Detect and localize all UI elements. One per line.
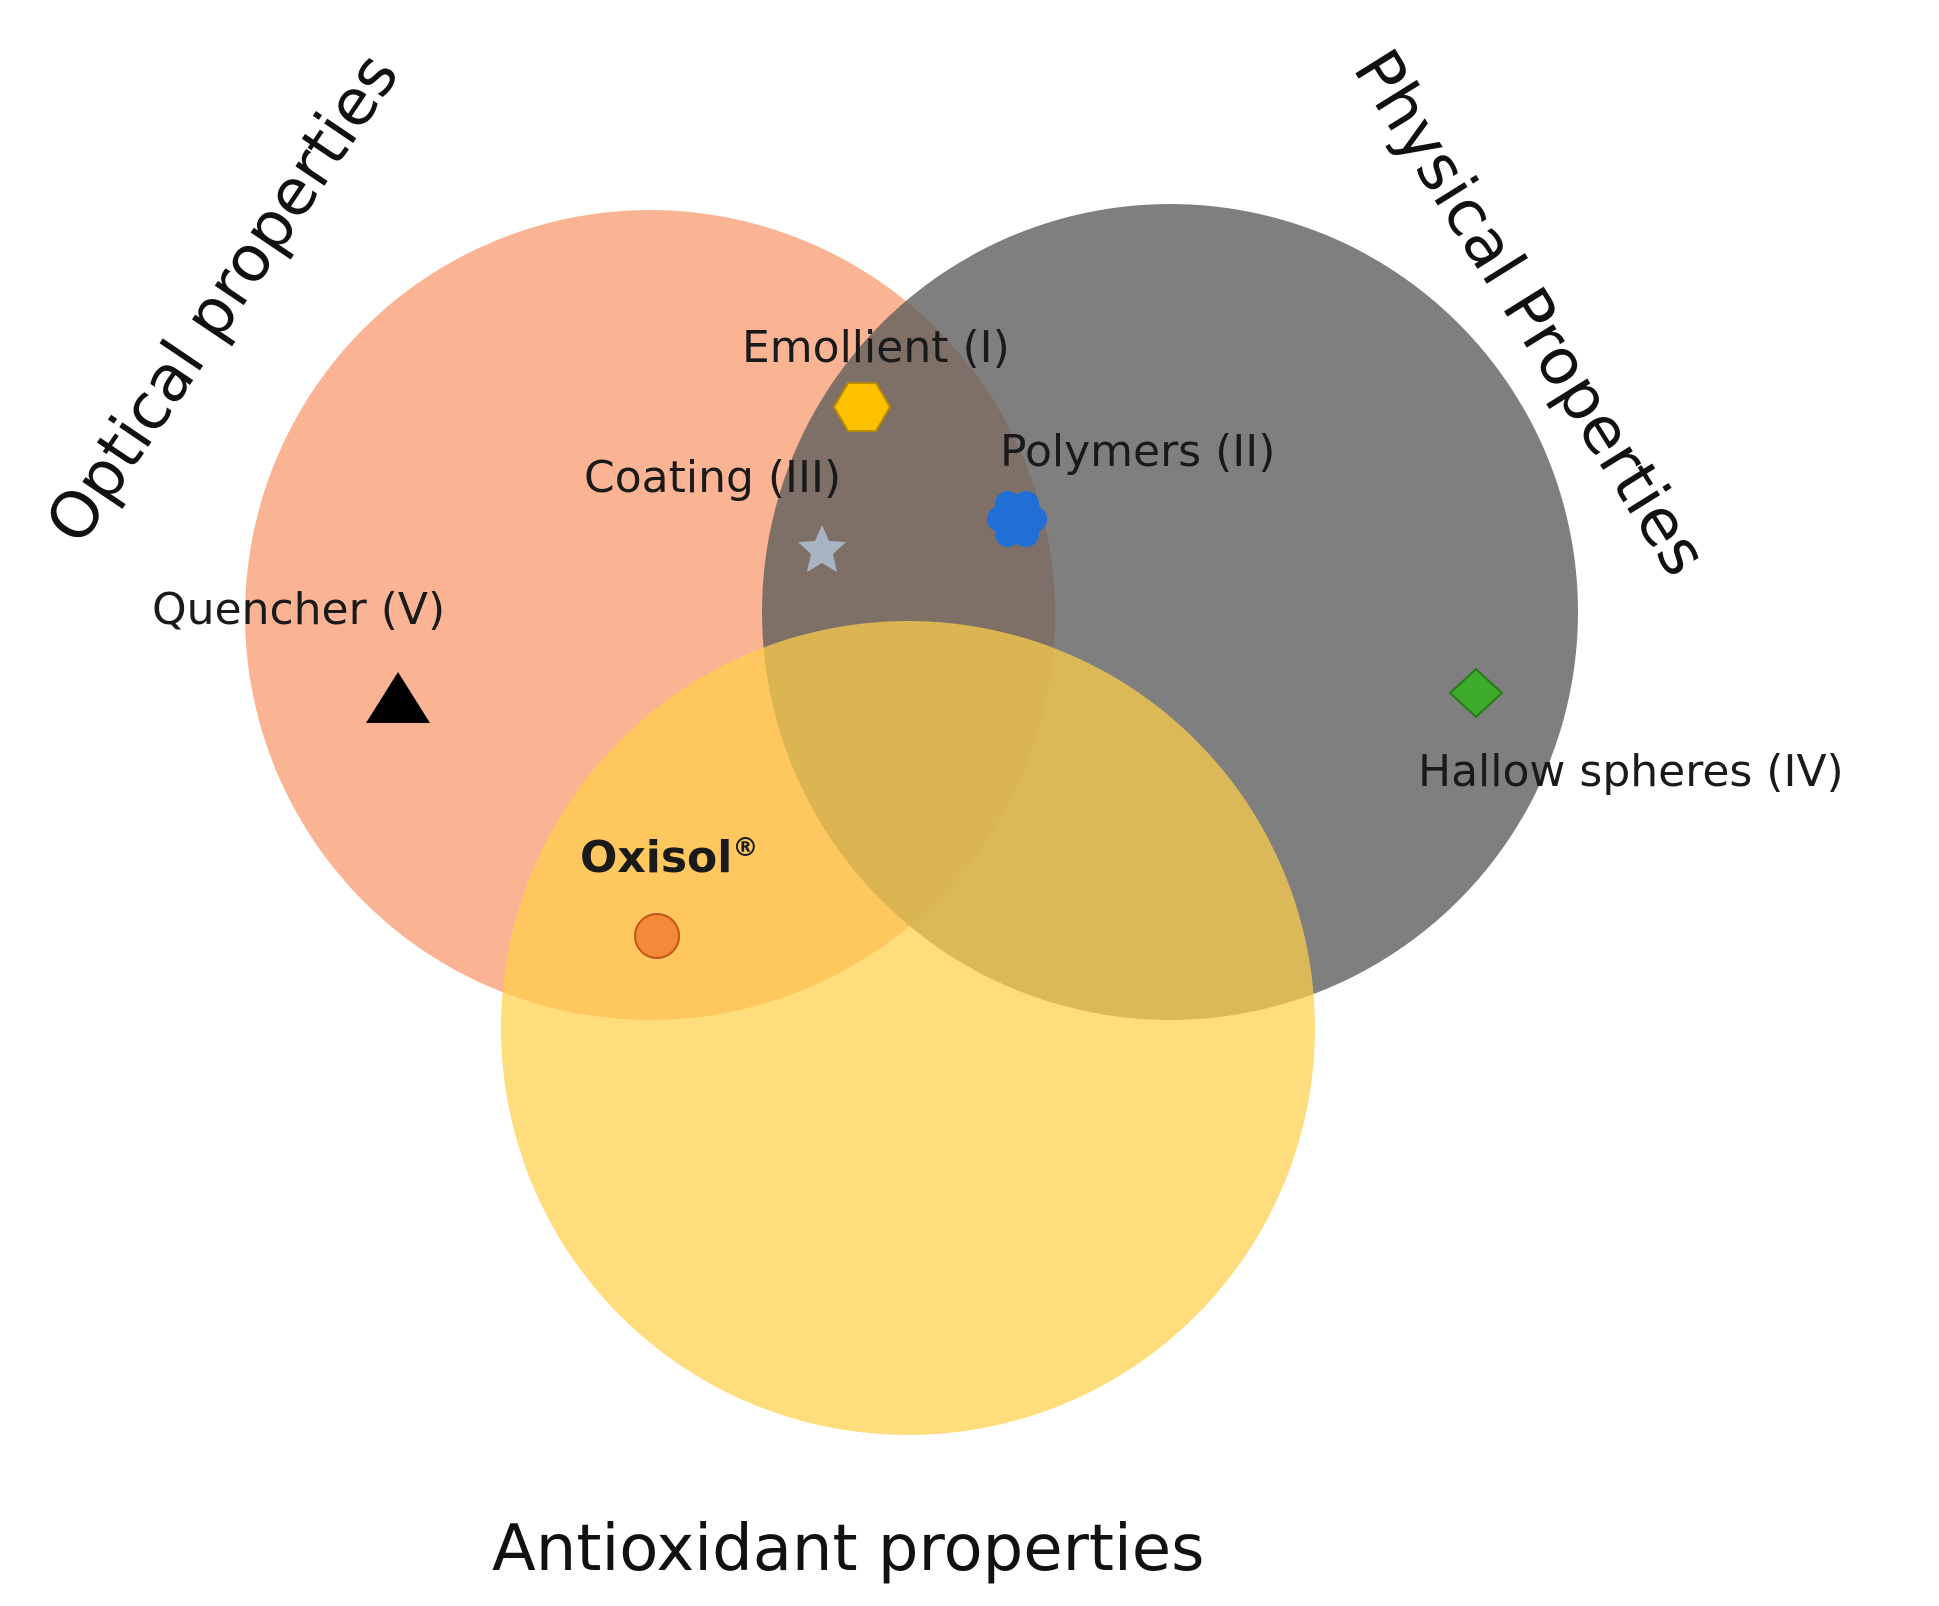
circle-icon <box>634 913 680 959</box>
triangle-icon <box>366 672 430 723</box>
quencher-label: Quencher (V) <box>152 584 445 635</box>
antioxidant-set-circle <box>501 621 1315 1435</box>
oxisol-label-text: Oxisol <box>580 832 732 883</box>
hexagon-icon <box>832 382 892 432</box>
hallow-spheres-label: Hallow spheres (IV) <box>1418 746 1844 797</box>
emollient-label: Emollient (I) <box>742 322 1010 373</box>
coating-label: Coating (III) <box>584 452 841 503</box>
oxisol-label-sup: ® <box>732 833 758 863</box>
polymers-label: Polymers (II) <box>1000 426 1275 477</box>
antioxidant-set-label: Antioxidant properties <box>492 1512 1205 1586</box>
oxisol-label: Oxisol® <box>580 832 758 883</box>
diamond-icon <box>1448 667 1504 719</box>
star-icon <box>798 525 846 572</box>
flower-icon <box>987 491 1047 547</box>
